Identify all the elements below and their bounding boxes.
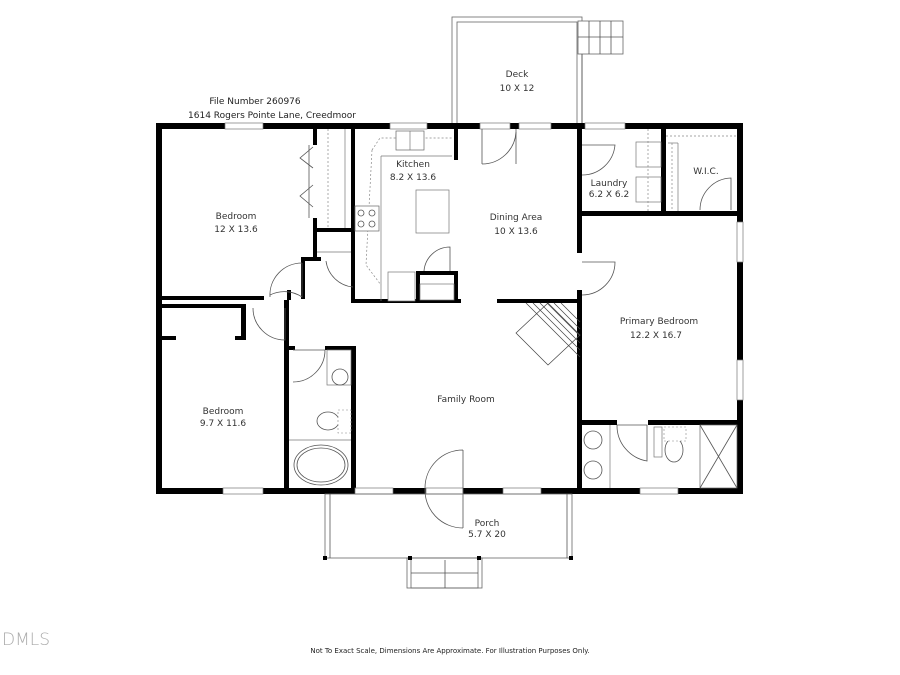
bedroom-2-dims: 9.7 X 11.6	[200, 419, 247, 429]
wic-label: W.I.C.	[693, 167, 718, 177]
bedroom-1-label: Bedroom	[216, 212, 257, 222]
doors	[252, 129, 732, 529]
file-number: File Number 260976	[209, 97, 301, 107]
deck: Deck 10 X 12	[451, 16, 624, 126]
primary-bedroom-label: Primary Bedroom	[620, 317, 698, 327]
deck-label: Deck	[506, 70, 529, 80]
address: 1614 Rogers Pointe Lane, Creedmoor	[188, 111, 356, 121]
family-room-label: Family Room	[437, 395, 494, 405]
room-labels: Bedroom 12 X 13.6 Kitchen 8.2 X 13.6 Din…	[200, 160, 719, 429]
watermark: DMLS	[2, 630, 51, 650]
disclaimer: Not To Exact Scale, Dimensions Are Appro…	[310, 647, 590, 655]
primary-bedroom-dims: 12.2 X 16.7	[630, 331, 682, 341]
deck-dims: 10 X 12	[500, 84, 535, 94]
windows	[222, 122, 744, 495]
porch-label: Porch	[475, 519, 500, 529]
dining-label: Dining Area	[490, 213, 543, 223]
kitchen-label: Kitchen	[396, 160, 430, 170]
kitchen-dims: 8.2 X 13.6	[390, 173, 437, 183]
porch-dims: 5.7 X 20	[468, 530, 506, 540]
bedroom-1-dims: 12 X 13.6	[214, 225, 258, 235]
fixtures	[289, 129, 738, 489]
laundry-label: Laundry	[591, 179, 628, 189]
bedroom-2-label: Bedroom	[203, 407, 244, 417]
porch: Porch 5.7 X 20	[323, 493, 573, 589]
laundry-dims: 6.2 X 6.2	[589, 190, 630, 200]
dining-dims: 10 X 13.6	[494, 227, 538, 237]
